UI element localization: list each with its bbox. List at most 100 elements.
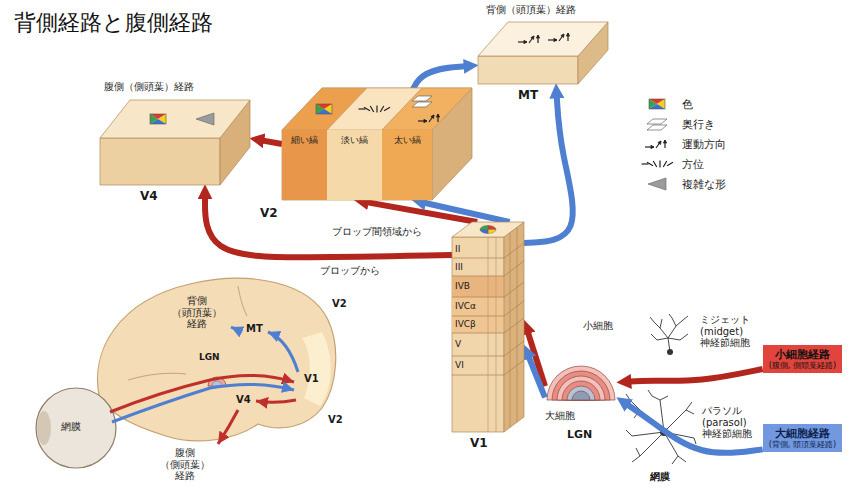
pathway-connector: [205, 194, 452, 257]
motion-arrow-head: [536, 35, 539, 38]
motion-arrow-head: [566, 33, 569, 36]
motion-arrow-head: [531, 36, 534, 39]
motion-arrow: [429, 115, 434, 122]
color-icon: [150, 114, 158, 124]
legend-text: 複雑な形: [682, 177, 726, 192]
legend-row: 複雑な形: [640, 174, 726, 194]
area-label: MT: [518, 88, 538, 102]
layer-label: IVCβ: [455, 319, 476, 329]
node-text: 細い縞: [282, 135, 327, 146]
pathway-connector: [421, 202, 510, 222]
orientation-tick: [653, 161, 657, 167]
layer-label: III: [455, 262, 463, 272]
legend-row: 方位: [640, 154, 726, 174]
lgn-layer: [547, 366, 615, 400]
layer-label: II: [455, 244, 460, 254]
area-label: V1: [304, 373, 319, 385]
blob-sector: [488, 230, 496, 234]
slab-shape: [100, 100, 250, 185]
lgn-nucleus: 小細胞大細胞 LGN: [545, 320, 617, 445]
lgn-layer: [557, 376, 605, 400]
stripe-top: [382, 88, 472, 130]
legend-text: 方位: [682, 157, 704, 172]
eye: [36, 388, 116, 468]
node-text: (背側, 頭頂葉経路): [769, 440, 836, 450]
pathway-arrow: [218, 410, 238, 444]
slab-top: [478, 22, 608, 56]
legend-text: 運動方向: [682, 137, 726, 152]
node-text: 太い縞: [382, 135, 432, 146]
blob-sector: [480, 230, 488, 234]
layer-boundary: [504, 243, 524, 258]
color-icon: [649, 99, 657, 109]
area-slab: V2細い縞淡い縞太い縞: [282, 88, 472, 200]
orientation-tick: [659, 161, 660, 168]
legend-swatch: [640, 156, 674, 172]
pathway-connector: [259, 140, 282, 144]
cell-label: ミジェット (midget) 神経節細胞: [700, 314, 750, 349]
legend-text: 色: [682, 97, 693, 112]
edge-label: ブロッブから: [318, 265, 382, 277]
area-label: V2: [260, 206, 278, 220]
orientation-tick: [380, 106, 384, 112]
slab-front: [282, 130, 432, 200]
orientation-tick: [667, 162, 673, 166]
area-label: LGN: [199, 352, 220, 362]
area-label: V4: [140, 189, 158, 203]
motion-arrow: [559, 34, 564, 41]
motion-arrow-head: [554, 38, 557, 41]
area-label: 小細胞: [583, 320, 613, 332]
stripe-band: 太い縞: [382, 130, 432, 200]
tissue-label: 網膜: [650, 471, 670, 483]
area-label: LGN: [567, 428, 592, 441]
orientation-tick: [370, 106, 374, 112]
area-label: 大細胞: [545, 410, 575, 422]
shape-icon: [196, 113, 214, 125]
midget-cell: [650, 314, 688, 352]
sulcus: [238, 286, 247, 316]
node-text: 小細胞経路: [769, 348, 836, 361]
area-label: V2: [328, 414, 343, 426]
stripe-band: 細い縞: [282, 130, 327, 200]
slab-shape: [478, 22, 608, 84]
blob: [480, 226, 496, 234]
column-line: [496, 237, 497, 432]
orientation-tick: [376, 106, 377, 113]
orientation-tick: [359, 108, 366, 109]
area-slab: 腹側（側頭葉）経路V4: [100, 100, 250, 185]
cell-body: [667, 349, 673, 355]
depth-icon: [647, 119, 667, 124]
motion-arrow-head: [561, 34, 564, 37]
pathway-label: 背側 （頭頂葉） 経路: [172, 295, 222, 330]
slab-front: [100, 138, 220, 185]
motion-arrow-head: [663, 140, 666, 143]
node-text: 淡い縞: [327, 135, 382, 146]
column-front: [452, 237, 504, 432]
slab-top: [100, 100, 250, 138]
pathway-connector: [524, 93, 573, 243]
orientation-tick: [642, 163, 649, 164]
depth-icon: [647, 125, 667, 130]
layer-label: V: [455, 339, 461, 349]
orientation-tick: [663, 161, 667, 167]
column-side: [504, 222, 524, 432]
brain-outline: [98, 278, 336, 441]
orientation-tick: [384, 107, 390, 111]
legend-swatch: [640, 136, 674, 152]
layer-label: IVCα: [455, 301, 476, 311]
area-label: 腹側（側頭葉）経路: [104, 81, 194, 93]
area-label: 背側（頭頂葉）経路: [486, 4, 576, 16]
legend-row: 色: [640, 94, 726, 114]
lgn-layer: [572, 391, 590, 400]
motion-arrow: [656, 141, 661, 148]
dendrite: [650, 314, 688, 352]
column-top: [452, 222, 524, 237]
layer-boundary: [504, 261, 524, 276]
color-icon: [316, 104, 324, 114]
layer-label: VI: [455, 360, 464, 370]
legend: 色奥行き運動方向方位複雑な形: [640, 94, 726, 194]
motion-arrow-head: [424, 119, 427, 122]
orientation-tick: [364, 107, 370, 111]
